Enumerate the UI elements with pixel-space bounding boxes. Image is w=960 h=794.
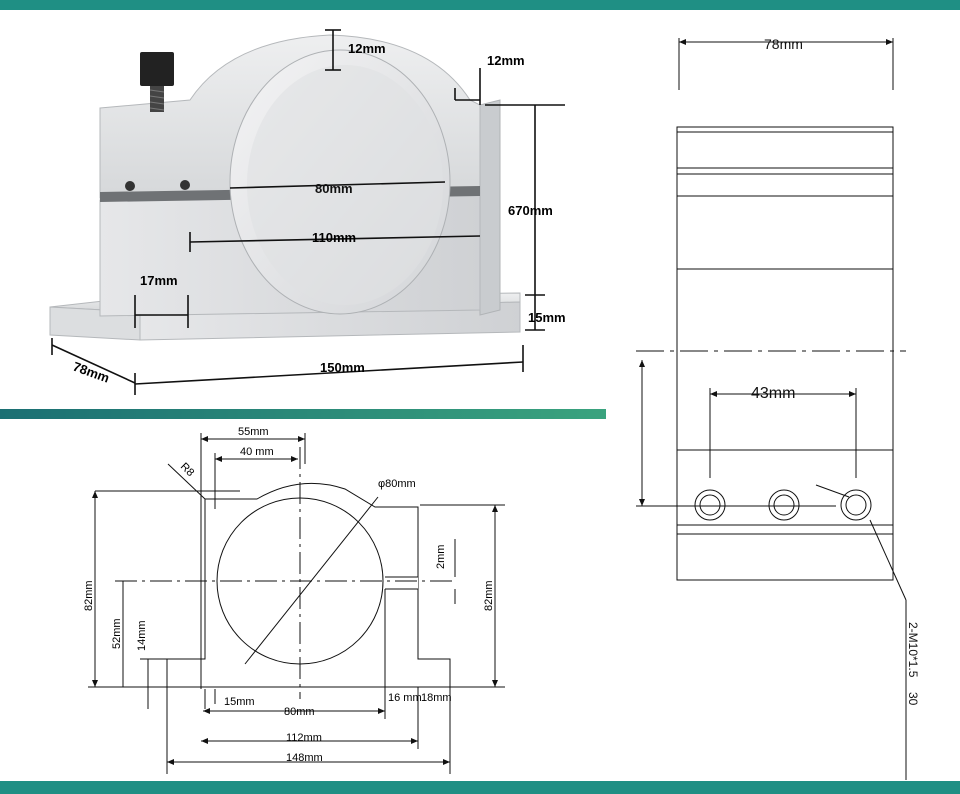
inner-diameter-label: 80mm [315,181,353,196]
thread-depth-label: 30 [906,692,920,706]
outer-width-label: 110mm [312,230,356,245]
hole-spacing-label: 43mm [751,385,795,402]
body-right [479,99,501,316]
bore-label: φ80mm [378,478,416,490]
foot-height-label: 14mm [136,620,148,651]
center-height-label: 52mm [111,618,123,649]
foot-height-label: 15mm [528,310,566,325]
dim-15-label: 15mm [224,696,255,708]
side-step-label: 12mm [487,53,525,68]
bolt-head [140,52,174,86]
slot-label: 2mm [435,545,447,569]
dim-80-label: 80mm [284,706,315,718]
middle-band [0,409,606,419]
dim-40-label: 40 mm [240,446,274,458]
bolt-shaft [150,86,164,112]
side-view-drawing: 78mm 43mm 2-M10*1.5 30 [636,36,920,780]
base-length-label: 150mm [320,360,365,375]
foot-width-label: 17mm [140,273,178,288]
height-left-label: 82mm [83,580,95,611]
dim-16-label: 16 mm [388,692,422,704]
spindle-clamp-photo: 12mm 12mm 80mm 110mm 670mm 15mm 17mm 78m… [49,29,566,395]
top-thickness-label: 12mm [348,41,386,56]
dim-18-label: 18mm [421,692,452,704]
front-view-drawing: 55mm 40 mm R8 φ80mm 2mm 82mm 82mm 52mm 1… [83,426,505,774]
height-label: 670mm [508,203,553,218]
top-band [0,0,960,10]
thread-spec-label: 2-M10*1.5 [906,622,920,678]
height-right-label: 82mm [483,580,495,611]
dim-55-label: 55mm [238,426,269,438]
bottom-band [0,781,960,794]
dim-148-label: 148mm [286,752,323,764]
dim-112-label: 112mm [286,732,322,744]
clamp-outline [166,482,451,688]
side-width-label: 78mm [764,36,803,52]
